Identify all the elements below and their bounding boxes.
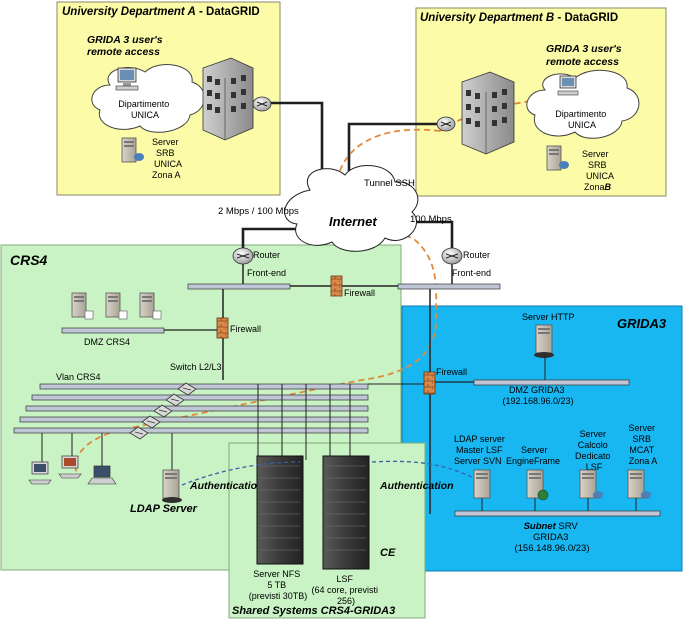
ldap-server-icon [162, 469, 182, 503]
firewall-dmz-crs4-icon [216, 317, 229, 339]
vlan-bus [13, 427, 369, 434]
univ-b-workstation-icon [557, 75, 579, 96]
ldap-server-label: LDAP Server [130, 503, 198, 515]
univ-a-server-label: Server SRB UNICA Zona A [152, 137, 184, 180]
grida3-authentication-label: Authentication [379, 480, 454, 492]
switch-icon [153, 404, 173, 418]
univ-b-dept-label: Dipartimento UNICA [555, 109, 609, 130]
link-univ-a-internet [270, 101, 324, 184]
crs4-router-icon [232, 247, 254, 265]
crs4-frontend-bus [187, 283, 291, 290]
firewall-crs4-top-icon [330, 275, 343, 297]
link-univ-b-internet [347, 122, 445, 190]
switch-label: Switch L2/L3 [170, 362, 222, 372]
vlan-bus [31, 394, 369, 401]
link-speed-left: 2 Mbps / 100 Mbps [218, 206, 299, 217]
switch-icon [129, 426, 149, 440]
calcolo-server-icon [579, 469, 603, 499]
univ-b-building-icon [461, 71, 515, 155]
univ-a-server-icon [121, 137, 144, 163]
switch-icon [141, 415, 161, 429]
grida3-engineframe-label: Server EngineFrame [506, 445, 560, 466]
nfs-rack-icon [256, 455, 304, 565]
univ-a-workstation-icon [115, 67, 139, 91]
laptop-icon [87, 465, 117, 485]
switch-icon [165, 393, 185, 407]
switch-icon [177, 382, 197, 396]
firewall-dmz-crs4-label: Firewall [230, 324, 261, 334]
subnet-drops [481, 498, 637, 512]
univ-b-server-icon [546, 145, 569, 171]
desktop-pc-icon [58, 455, 82, 479]
dmz-server-icon [71, 292, 94, 320]
univ-a-dept-label: Dipartimento UNICA [118, 99, 172, 120]
auth-link-shared-to-grida3 [371, 460, 475, 479]
grida3-frontend-label: Front-end [452, 268, 491, 278]
grida3-calcolo-label: Server Calcolo Dedicato LSF [575, 429, 613, 472]
server-http-label: Server HTTP [522, 312, 575, 322]
auth-link-ldap-to-shared [181, 461, 301, 486]
subnet-srv-bus [454, 510, 661, 517]
univ-b-remote-access: GRIDA 3 user's remote access [546, 43, 625, 68]
univ-a-router-icon [252, 96, 272, 112]
vlan-trunks [257, 383, 430, 470]
shared-systems-title: Shared Systems CRS4-GRIDA3 [232, 605, 395, 617]
engineframe-server-icon [526, 469, 549, 501]
vlan-bus [19, 416, 369, 423]
client-terminals [28, 433, 173, 485]
nfs-label: Server NFS 5 TB (previsti 30TB) [249, 569, 308, 601]
dmz-crs4-bus [61, 327, 165, 334]
university-a-title: University Department A - DataGRID [62, 6, 260, 18]
grida3-title: GRIDA3 [617, 316, 667, 331]
grida3-router-icon [441, 247, 463, 265]
grida3-ldap-server-icon [473, 469, 491, 499]
univ-b-router-icon [436, 116, 456, 132]
grida3-ldap-label: LDAP server Master LSF Server SVN [454, 434, 507, 466]
tunnel-ssh-label: Tunnel SSH [364, 178, 415, 189]
ce-label: CE [380, 547, 396, 559]
grida3-router-label: Router [463, 250, 490, 260]
grida3-srb-label: Server SRB MCAT Zona A [628, 423, 657, 466]
dmz-crs4-label: DMZ CRS4 [84, 337, 130, 347]
univ-a-building-icon [202, 57, 254, 141]
link-speed-right: 100 Mbps [410, 214, 452, 225]
subnet-srv-label: Subnet SRV GRIDA3 (156.148.96.0/23) [514, 521, 589, 554]
vlan-crs4-label: Vlan CRS4 [56, 372, 101, 382]
firewall-grida3-label: Firewall [436, 367, 467, 377]
dmz-server-icon [139, 292, 162, 320]
dmz-server-icon [105, 292, 128, 320]
crs4-router-label: Router [253, 250, 280, 260]
server-http-icon [534, 324, 554, 358]
vlan-bus [25, 405, 369, 412]
univ-b-server-label: Server SRB UNICA ZonaB [582, 149, 616, 192]
internet-label: Internet [329, 214, 377, 229]
crs4-title: CRS4 [10, 252, 48, 268]
dmz-crs4-servers [71, 292, 162, 320]
univ-a-remote-access: GRIDA 3 user's remote access [87, 34, 166, 58]
desktop-pc-icon [28, 461, 52, 485]
grida3-frontend-bus [397, 283, 501, 290]
internet-cloud: Internet [284, 164, 419, 252]
lsf-label: LSF (64 core, previsti 256) [311, 574, 380, 606]
vlan-bus [39, 383, 369, 390]
vlan-buses [13, 383, 369, 434]
crs4-frontend-label: Front-end [247, 268, 286, 278]
lsf-rack-icon [322, 455, 370, 570]
firewall-crs4-top-label: Firewall [344, 288, 375, 298]
university-b-title: University Department B - DataGRID [420, 12, 618, 24]
firewall-grida3-icon [423, 371, 436, 395]
crs4-authentication-label: Authentication [189, 480, 264, 492]
dmz-grida3-label: DMZ GRIDA3 (192.168.96.0/23) [502, 385, 573, 406]
switch-stack [129, 382, 197, 440]
